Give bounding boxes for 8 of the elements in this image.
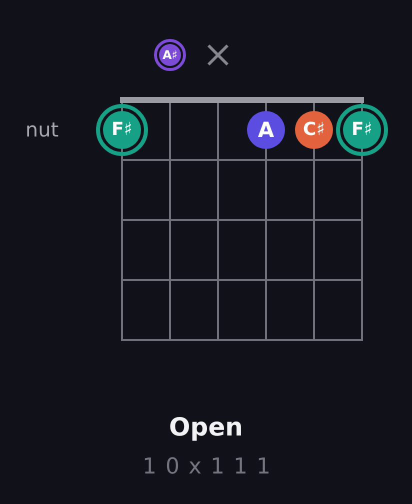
note-marker: C♯	[295, 111, 333, 149]
chord-name: Open	[169, 414, 243, 442]
fingering-label: 1 0 x 1 1 1	[142, 454, 272, 480]
note-marker: F♯	[336, 104, 388, 156]
note-marker: F♯	[96, 104, 148, 156]
open-string-marker: A♯	[154, 39, 186, 71]
nut-label: nut	[25, 118, 59, 142]
note-marker: A	[247, 111, 285, 149]
